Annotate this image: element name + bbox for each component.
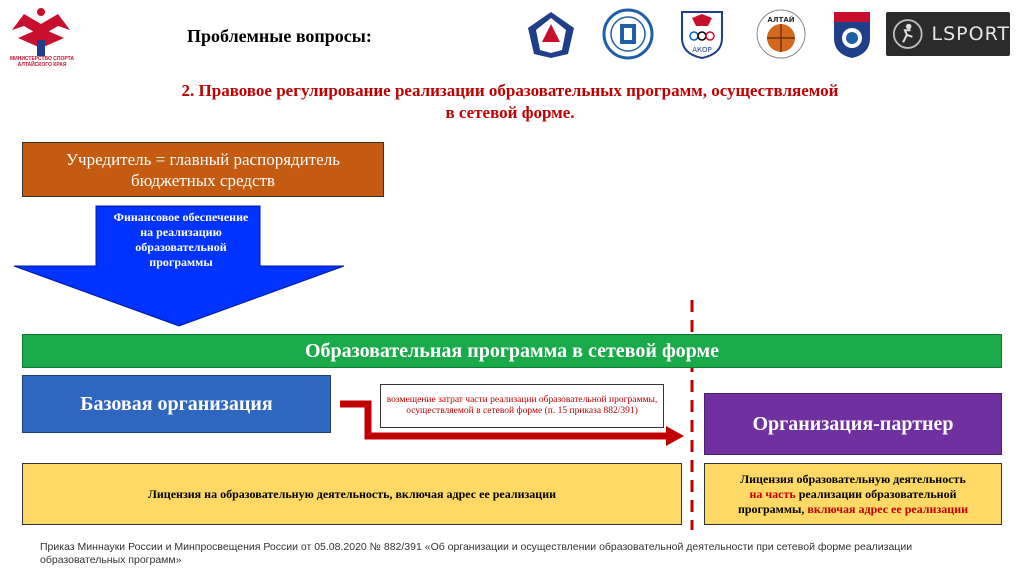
subtitle-line-1: 2. Правовое регулирование реализации обр… xyxy=(181,81,839,100)
akor-label: АКОР xyxy=(692,46,712,54)
reimbursement-note: возмещение затрат части реализации образ… xyxy=(380,384,664,428)
base-organization-box: Базовая организация xyxy=(22,375,331,433)
runner-icon xyxy=(892,19,923,49)
emblem-caption: МИНИСТЕРСТВО СПОРТА АЛТАЙСКОГО КРАЯ xyxy=(9,56,75,68)
address-highlight: включая адрес ее реализации xyxy=(807,501,969,516)
akor-olympic-logo: АКОР xyxy=(681,11,723,60)
club-shield-logo xyxy=(834,12,870,58)
founder-line-1: Учредитель = главный распорядитель xyxy=(66,149,340,169)
partner-license-line-2: на часть реализации образовательной xyxy=(749,486,957,501)
founder-line-2: бюджетных средств xyxy=(131,170,275,190)
founder-box: Учредитель = главный распорядитель бюдже… xyxy=(22,142,384,197)
partial-highlight: на часть xyxy=(749,486,796,501)
order-reference-footnote: Приказ Миннауки России и Минпросвещения … xyxy=(40,541,913,566)
lsport-logo: LSPORT xyxy=(886,12,1010,56)
shield-logo xyxy=(528,12,574,58)
network-program-bar: Образовательная программа в сетевой форм… xyxy=(22,334,1002,368)
page-subtitle: 2. Правовое регулирование реализации обр… xyxy=(60,80,960,124)
funding-label: Финансовое обеспечение на реализацию обр… xyxy=(113,210,249,269)
reimbursement-arrow xyxy=(340,400,684,446)
partner-license-line-3: программы, включая адрес ее реализации xyxy=(737,501,969,516)
partner-license-line-1: Лицензия образовательную деятельность xyxy=(740,471,966,486)
base-license-box: Лицензия на образовательную деятельность… xyxy=(22,463,682,525)
university-seal-logo xyxy=(602,8,654,60)
partner-license-box: Лицензия образовательную деятельность на… xyxy=(704,463,1002,525)
page-heading: Проблемные вопросы: xyxy=(187,26,372,46)
network-divider-line xyxy=(690,300,694,530)
ministry-emblem-logo xyxy=(4,4,78,68)
partner-organization-box: Организация-партнер xyxy=(704,393,1002,455)
svg-text:АЛТАЙ: АЛТАЙ xyxy=(767,15,794,24)
subtitle-line-2: в сетевой форме. xyxy=(445,103,575,122)
funding-arrow xyxy=(13,205,345,327)
lsport-label: LSPORT xyxy=(931,23,1010,45)
altai-basket-logo: АЛТАЙ xyxy=(756,9,806,59)
